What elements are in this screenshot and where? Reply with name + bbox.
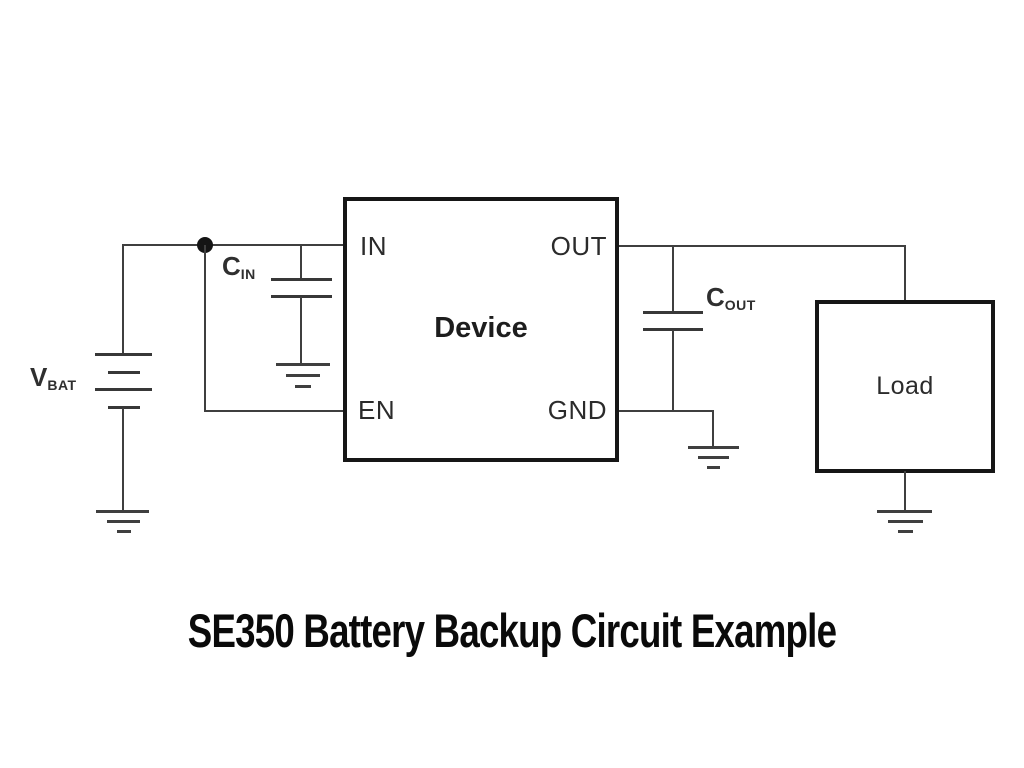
- ground-line: [96, 510, 149, 513]
- device-name: Device: [434, 312, 528, 344]
- wire-cin-top: [300, 244, 302, 280]
- pin-label-in: IN: [360, 231, 387, 261]
- battery-plate-long: [95, 388, 152, 391]
- battery-label-main: V: [30, 362, 48, 392]
- wire-out-to-load: [904, 245, 906, 302]
- cout-label-main: C: [706, 282, 725, 312]
- wire-cout-top: [672, 246, 674, 313]
- load-box: [815, 300, 995, 473]
- pin-label-en: EN: [358, 395, 396, 425]
- ground-line: [888, 520, 923, 523]
- wire-out-horizontal: [619, 245, 906, 247]
- ground-line: [707, 466, 720, 469]
- cin-label-sub: IN: [240, 266, 256, 282]
- device-box: [343, 197, 619, 462]
- wire-en-horizontal: [204, 410, 344, 412]
- cin-label-main: C: [222, 251, 241, 281]
- battery-label: VBAT: [30, 364, 77, 395]
- ground-line: [117, 530, 131, 533]
- ground-line: [107, 520, 140, 523]
- wire-battery-top: [122, 244, 124, 355]
- battery-plate-long: [95, 353, 152, 356]
- pin-label-out: OUT: [550, 231, 607, 261]
- diagram-title: SE350 Battery Backup Circuit Example: [187, 604, 837, 657]
- ground-line: [898, 530, 913, 533]
- ground-line: [877, 510, 932, 513]
- wire-battery-bottom: [122, 408, 124, 512]
- wire-cout-bottom: [672, 330, 674, 412]
- ground-line: [295, 385, 311, 388]
- ground-line: [286, 374, 320, 377]
- ground-line: [276, 363, 330, 366]
- capacitor-plate: [643, 328, 703, 331]
- capacitor-plate: [643, 311, 703, 314]
- capacitor-plate: [271, 295, 332, 298]
- wire-gnd-drop: [712, 410, 714, 448]
- pin-label-gnd: GND: [547, 395, 607, 425]
- cout-label: COUT: [706, 284, 756, 315]
- battery-plate-short: [108, 371, 140, 374]
- wire-gnd-horizontal: [619, 410, 714, 412]
- battery-label-sub: BAT: [47, 377, 77, 393]
- capacitor-plate: [271, 278, 332, 281]
- cout-label-sub: OUT: [724, 297, 756, 313]
- wire-en-vertical: [204, 245, 206, 412]
- ground-line: [688, 446, 739, 449]
- wire-cin-bottom: [300, 297, 302, 365]
- wire-load-bottom: [904, 471, 906, 512]
- load-name: Load: [876, 372, 934, 400]
- ground-line: [698, 456, 729, 459]
- cin-label: CIN: [222, 253, 256, 284]
- battery-plate-short: [108, 406, 140, 409]
- wire-battery-to-in-pin: [122, 244, 344, 246]
